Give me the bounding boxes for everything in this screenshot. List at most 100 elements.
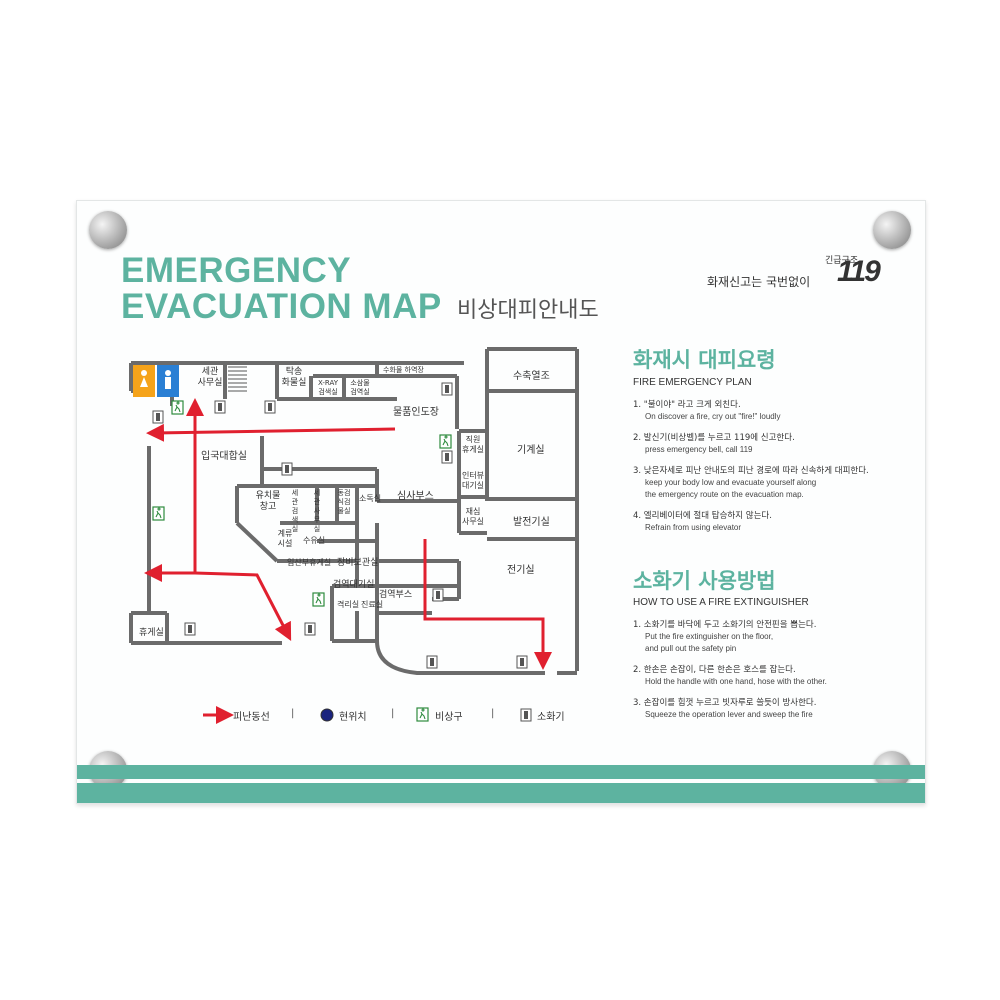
room-duty: 계류 시설 [273,529,297,549]
room-electric: 전기실 [507,565,535,576]
legend-separator-1: | [291,708,295,719]
brand-small-label: 긴급구조 [825,256,859,266]
extinguisher-heading: 소화기 사용방법 [633,569,776,593]
fire-step-1-ko: 1. "불이야" 라고 크게 외친다. [633,400,741,410]
room-disinfection: 소독실 [359,494,382,503]
room-staff-lounge-l1: 직원 [465,435,481,444]
room-cargo-handling: 수화물 하역장 [383,366,424,374]
ext-step-3: 3. 손잡이를 힘껏 누르고 빗자루로 쓸듯이 방사한다. Squeeze th… [633,697,816,721]
ext-step-3-en: Squeeze the operation lever and sweep th… [645,710,813,719]
room-isolation: 격리실 [337,600,360,609]
room-baggage-office: 탁송 화물실 [279,367,309,389]
room-customs-office-v-l1: 세관 [313,489,321,506]
decorative-stripe-bottom [77,783,925,803]
room-consign-l1: 소삼물 [350,379,370,387]
top-right-bolt-icon [873,211,911,249]
room-customs-search-l2: 검색실 [291,507,299,533]
top-left-bolt-icon [89,211,127,249]
evacuation-routes [144,398,552,670]
room-customs-office-v: 세관 사무실 [311,489,323,534]
room-nursing: 수유실 [303,536,326,545]
legend-separator-2: | [391,708,395,719]
room-rest: 휴게실 [139,628,164,638]
fire-step-3: 3. 낮은자세로 피난 안내도의 피난 경로에 따라 신속하게 대피한다. ke… [633,465,869,501]
brand-119-logo: 119 [837,255,881,288]
fire-step-4-ko: 4. 엘리베이터에 절대 탑승하지 않는다. [633,511,772,521]
room-cargo-claim: 물품인도장 [393,407,439,418]
room-equipment-storage: 장비보관실 [337,558,379,568]
floor-plan-map [129,347,579,724]
title-line-1: EMERGENCY [121,251,352,290]
room-reexam-office-l1: 재심 [465,507,481,516]
extinguisher-subheading: HOW TO USE A FIRE EXTINGUISHER [633,597,809,608]
room-clinic: 진료실 [361,600,384,609]
legend-current-label: 현위치 [339,712,367,723]
fire-plan-heading: 화재시 대피요령 [633,348,776,372]
room-quarantine-office: 검역대기실 [333,580,375,590]
fire-step-3-ko: 3. 낮은자세로 피난 안내도의 피난 경로에 따라 신속하게 대피한다. [633,466,869,476]
room-duty-l2: 시설 [277,539,293,548]
room-customs-office-l1: 세관 [201,367,219,377]
legend-route-label: 피난동선 [233,712,270,723]
ext-step-2: 2. 한손은 손잡이, 다른 한손은 호스를 잡는다. Hold the han… [633,664,827,688]
fire-step-1: 1. "불이야" 라고 크게 외친다. On discover a fire, … [633,399,781,423]
room-interview-wait: 인터뷰 대기실 [461,471,485,491]
room-baggage-office-l2: 화물실 [281,378,307,388]
room-xray-l2: 검색실 [318,388,338,396]
ext-step-3-ko: 3. 손잡이를 힘껏 누르고 빗자루로 쓸듯이 방사한다. [633,698,817,708]
legend-current-location-icon [320,708,334,722]
room-xray-l1: X-RAY [317,379,339,387]
room-xray: X-RAY 검색실 [313,379,343,397]
ext-step-1-ko: 1. 소화기를 바닥에 두고 소화기의 안전핀을 뽑는다. [633,620,817,630]
ext-step-1-en2: and pull out the safety pin [645,644,737,653]
fire-plan-subheading: FIRE EMERGENCY PLAN [633,377,752,388]
room-retention: 유치물 창고 [253,491,283,513]
room-animal-plant-l1: 동검 [337,489,351,497]
room-inbound-train: 수축열조 [513,371,550,382]
room-staff-lounge: 직원 휴게실 [461,435,485,455]
title-line-2: EVACUATION MAP [121,287,442,326]
map-walls [129,347,579,675]
stairs-icon [228,366,247,392]
room-reexam-office-l2: 사무실 [461,517,485,526]
room-customs-office-l2: 사무실 [197,378,223,388]
room-interview-wait-l1: 인터뷰 [461,471,485,480]
room-consign: 소삼물 검역실 [345,379,375,397]
ext-step-2-en: Hold the handle with one hand, hose with… [645,677,827,686]
room-machine: 기계실 [517,445,545,456]
room-animal-plant-l3: 물실 [337,507,351,515]
fire-step-3-en2: the emergency route on the evacuation ma… [645,490,804,499]
room-animal-plant: 동검 식검 물실 [337,489,351,516]
brand-report-text: 화재신고는 국번없이 [707,275,811,289]
legend-extinguisher-label: 소화기 [537,712,565,723]
room-staff-lounge-l2: 휴게실 [461,445,485,454]
room-inspection-booth: 심사부스 [397,491,434,502]
title-korean: 비상대피안내도 [457,298,599,323]
fire-step-3-en: keep your body low and evacuate yourself… [645,478,817,487]
evacuation-sign-plate: EMERGENCY EVACUATION MAP 비상대피안내도 긴급구조 화재… [76,200,926,804]
room-customs-office: 세관 사무실 [195,367,225,389]
ext-step-1: 1. 소화기를 바닥에 두고 소화기의 안전핀을 뽑는다. Put the fi… [633,619,816,655]
fire-step-2-ko: 2. 발신기(비상벨)를 누르고 119에 신고한다. [633,433,795,443]
room-import-hall: 입국대합실 [201,451,247,462]
legend-exit-label: 비상구 [435,712,463,723]
room-customs-search: 세관 검색실 [289,489,301,534]
fire-step-4-en: Refrain from using elevator [645,523,742,532]
room-reexam-office: 재심 사무실 [461,507,485,527]
room-retention-l1: 유치물 [255,491,281,501]
decorative-stripe-top [77,765,925,779]
room-retention-l2: 창고 [259,502,277,512]
room-pregnant-lounge: 임산부휴게실 [287,558,332,567]
room-duty-l1: 계류 [277,529,293,538]
ext-step-2-ko: 2. 한손은 손잡이, 다른 한손은 호스를 잡는다. [633,665,796,675]
room-generator: 발전기실 [513,517,550,528]
room-consign-l2: 검역실 [350,388,370,396]
room-interview-wait-l2: 대기실 [461,481,485,490]
fire-step-2-en: press emergency bell, call 119 [645,445,753,454]
room-customs-search-l1: 세관 [291,489,299,506]
fire-step-4: 4. 엘리베이터에 절대 탑승하지 않는다. Refrain from usin… [633,510,772,534]
ext-step-1-en: Put the fire extinguisher on the floor, [645,632,774,641]
room-animal-plant-l2: 식검 [337,498,351,506]
fire-step-2: 2. 발신기(비상벨)를 누르고 119에 신고한다. press emerge… [633,432,795,456]
room-quarantine-booth: 검역부스 [379,590,413,600]
